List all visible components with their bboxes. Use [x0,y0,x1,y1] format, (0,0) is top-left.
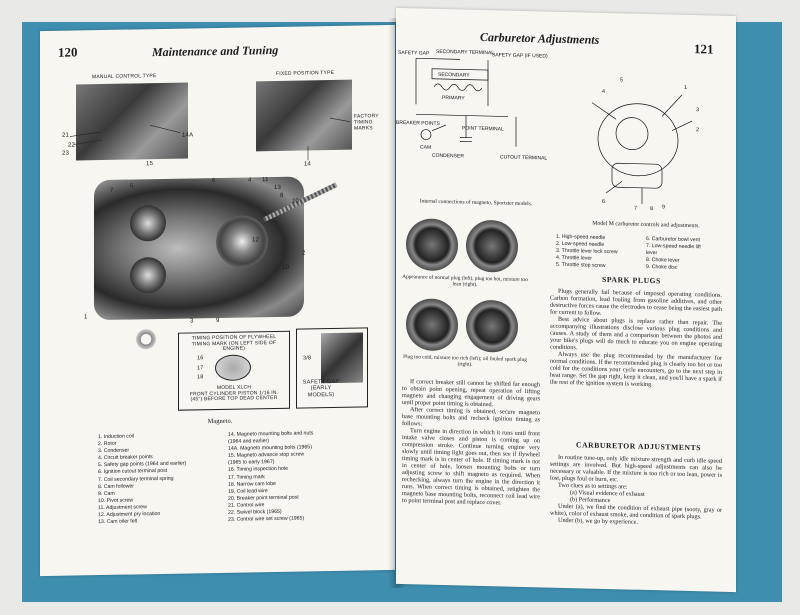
safety-gap-dim: 3/8 [303,355,312,362]
callout: 20 [292,198,300,205]
carburetor-text: In routine tune-up, only idle mixture st… [550,454,722,528]
diagram-label: SAFETY GAP [398,50,430,57]
callout: 12 [252,237,260,244]
carb-list-col-2: 6. Carburetor bowl vent 7. Low-speed nee… [646,236,701,273]
paragraph: Turn engine in direction in which it run… [402,427,540,507]
callout: 8 [650,206,654,213]
callout: 4 [602,88,606,95]
callout: 7 [110,187,114,194]
spark-plugs-text: Plugs generally fail because of imposed … [550,288,722,390]
callout: 21 [62,132,70,139]
plug-caption-2: Plug too cold, mixture too rich (left); … [403,354,527,368]
right-page: Carburetor Adjustments 121 SAFETY GAP SE… [396,7,736,593]
diagram-label: CONDENSER [432,153,464,160]
callout-16: 16 [197,355,204,362]
callout-lines [69,117,351,161]
diagram-label: BREAKER POINTS [396,120,441,127]
callout: 11 [262,177,269,184]
page-number-right: 121 [694,41,714,57]
timing-note: FRONT CYLINDER PISTON 1/16 IN. (45°) BEF… [189,389,279,403]
spark-plug-photo [466,299,518,353]
legend-col-1: 1. Induction coil 2. Rotor 3. Condenser … [98,433,186,527]
legend-item: 9. Choke disc [646,264,678,272]
carb-caption: Model M carburetor controls and adjustme… [592,220,700,230]
safety-gap-label: SAFETY GAP (EARLY MODELS) [302,378,340,399]
callout: 9 [216,317,220,325]
diagram-label: PRIMARY [442,95,465,102]
spark-plugs-heading: SPARK PLUGS [602,274,661,286]
callout-17: 17 [197,365,204,372]
callout-18: 18 [197,374,204,381]
callout: 6 [602,198,606,205]
callout: 1 [84,314,88,321]
timing-hole [215,354,251,382]
spark-plug-photo [406,218,458,272]
callout: 14A [182,132,194,139]
callout: 9 [662,204,666,211]
diagram-label: SAFETY GAP (IF USED) [492,52,548,59]
diagram-label: POINT TERMINAL [462,125,504,132]
callout: 23 [62,150,70,157]
paragraph: If correct breaker still cannot be shift… [402,378,540,409]
paragraph: Best advice about plugs is replace rathe… [550,315,722,352]
magneto-caption: Magneto. [207,417,233,426]
wiring-caption: Internal connections of magneto, Sportst… [419,198,533,208]
callout: 1 [684,84,688,91]
spark-plug-photo [406,298,458,352]
paragraph: Always use the plug recommended by the m… [550,350,722,389]
carburetor-drawing [591,94,693,204]
safety-gap-inset: 3/8 SAFETY GAP (EARLY MODELS) [296,327,368,409]
magneto-photo [94,176,304,321]
paragraph: In routine tune-up, only idle mixture st… [550,453,722,484]
paragraph: Plugs generally fail because of imposed … [550,287,722,317]
callout: 6 [212,178,216,185]
timing-inset-title: TIMING POSITION OF FLYWHEEL TIMING MARK … [191,333,277,353]
diagram-label: SECONDARY TERMINAL [436,49,494,56]
diagram-label: CAM [420,144,431,150]
callout: 7 [634,205,638,212]
callout: 3 [696,107,700,114]
timing-inset: TIMING POSITION OF FLYWHEEL TIMING MARK … [178,330,290,411]
callout: 2 [302,250,306,257]
callout: 13 [274,184,282,192]
spark-plug-photo [466,219,518,273]
magneto-wiring-diagram: SAFETY GAP SECONDARY TERMINAL SAFETY GAP… [396,49,548,162]
callout: 4 [248,177,252,184]
running-head-right: Carburetor Adjustments [480,29,600,47]
callout: 22 [68,142,76,149]
callout: 5 [130,183,134,190]
diagram-label: SECONDARY [438,72,470,79]
carburetor-adjustments-heading: CARBURETOR ADJUSTMENTS [576,440,702,453]
left-page: 120 Maintenance and Tuning MANUAL CONTRO… [40,24,395,577]
callout: 15 [146,161,154,168]
legend-item: 23. Control wire set screw (1965) [228,515,305,523]
callout: 2 [696,127,700,134]
callout: 10 [282,264,290,271]
callout: 3 [190,318,194,325]
callout: 5 [620,77,624,84]
legend-col-2: 14. Magneto mounting bolts and nuts (196… [228,430,313,524]
diagram-label: CUTOUT TERMINAL [500,154,547,161]
callout: 14 [304,161,312,168]
legend-item: 5. Throttle stop screw [556,262,606,270]
safety-gap-photo [321,332,363,384]
carb-list-col-1: 1. High-speed needle 2. Low-speed needle… [556,234,618,271]
body-text-left-column: If correct breaker still cannot be shift… [402,378,540,507]
callout: 8 [280,192,284,199]
plug-caption-1: Appearance of normal plug (left), plug t… [402,273,528,288]
